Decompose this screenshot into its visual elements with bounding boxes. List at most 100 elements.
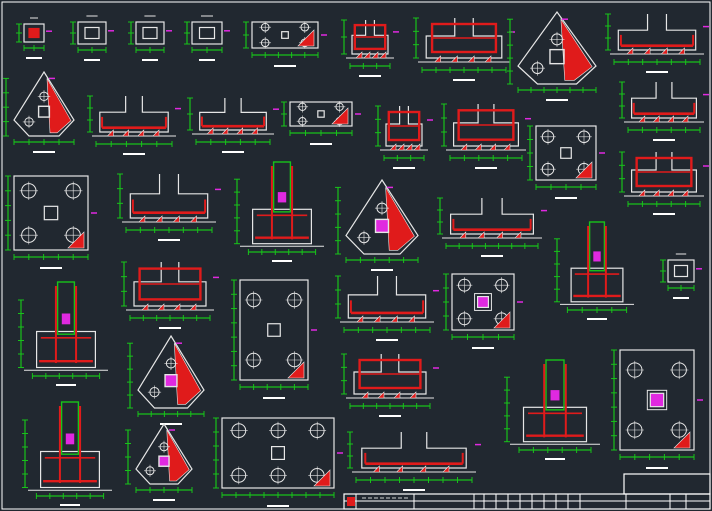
hatch-corner — [673, 431, 691, 449]
hatch-corner — [137, 129, 145, 137]
cap-outline — [13, 70, 75, 137]
cap-outline — [135, 422, 193, 485]
pier-outline — [281, 31, 289, 39]
hatch-corner — [331, 107, 349, 125]
hatch-corner — [172, 215, 180, 223]
pier-shaft — [545, 359, 565, 411]
hatch-corner — [514, 231, 522, 239]
hatch-corner — [206, 127, 214, 135]
footing-outline — [221, 417, 335, 489]
hatch-corner — [157, 303, 165, 311]
section-view — [117, 173, 221, 241]
anchor-plate — [277, 192, 287, 203]
hatch-corner — [405, 143, 413, 151]
pier-outline — [560, 147, 572, 159]
hatch-corner — [297, 29, 315, 47]
hatch-corner — [666, 115, 674, 123]
detail-core — [84, 26, 100, 40]
hatch-corner — [250, 127, 258, 135]
hatch-corner — [393, 391, 401, 399]
section-view — [341, 353, 439, 417]
hatch-corner — [467, 55, 475, 63]
triangle-cap-view — [127, 334, 205, 425]
hatch-corner — [681, 189, 689, 197]
plan-view — [243, 21, 327, 67]
detail-core — [28, 27, 40, 39]
pier-outline — [317, 110, 325, 118]
pier-section-view — [504, 359, 600, 460]
pier-collar — [646, 389, 668, 411]
footing-profile — [353, 354, 427, 395]
footing-outline — [13, 175, 89, 251]
anchor-plate — [61, 313, 71, 325]
detail-outline — [135, 21, 165, 45]
hatch-corner — [287, 361, 305, 379]
detail-group — [3, 10, 709, 507]
hatch-corner — [138, 215, 146, 223]
section-view — [437, 197, 547, 257]
pier-section-view — [554, 221, 634, 320]
hatch-corner — [356, 315, 364, 323]
hatch-corner — [413, 143, 421, 151]
plan-view — [5, 175, 97, 269]
revision-box — [623, 473, 711, 495]
hatch-corner — [477, 231, 485, 239]
detail-core — [673, 264, 689, 278]
plan-view — [281, 101, 361, 145]
footing-outline — [451, 273, 515, 331]
section-view — [605, 13, 709, 73]
footing-profile — [347, 276, 427, 319]
hatch-corner — [155, 215, 163, 223]
footing-profile — [450, 198, 534, 235]
hatch-corner — [313, 469, 331, 487]
plan-view — [443, 273, 523, 349]
pier-section-view — [18, 281, 108, 386]
hatch-corner — [474, 143, 482, 151]
section-view — [619, 81, 709, 141]
footing-profile — [631, 82, 697, 119]
pier-outline — [374, 218, 390, 234]
detail-core — [198, 26, 216, 40]
pier-section-view — [22, 401, 112, 506]
hatch-corner — [419, 465, 427, 473]
hatch-corner — [626, 47, 634, 55]
plan-view — [231, 279, 317, 399]
detail-outline — [23, 23, 45, 43]
hatch-corner — [575, 161, 593, 179]
pier-outline — [267, 323, 281, 337]
hatch-corner — [371, 51, 379, 59]
hatch-corner — [67, 231, 85, 249]
hatch-corner — [493, 311, 511, 329]
hatch-corner — [173, 303, 181, 311]
pier-outline — [37, 105, 51, 118]
plan-view — [527, 125, 605, 199]
small-detail-view — [16, 17, 52, 59]
section-view — [187, 97, 279, 153]
footing-profile — [133, 262, 207, 307]
cap-outline — [137, 334, 205, 409]
hatch-corner — [638, 189, 646, 197]
hatch-corner — [379, 51, 387, 59]
hatch-corner — [666, 189, 674, 197]
hatch-corner — [397, 143, 405, 151]
hatch-corner — [373, 315, 381, 323]
pier-collar — [474, 293, 492, 311]
small-detail-view — [70, 15, 114, 61]
cap-outline — [517, 10, 597, 85]
pier-shaft — [272, 161, 292, 213]
small-detail-view — [184, 15, 230, 61]
section-view — [347, 431, 481, 491]
hatch-corner — [652, 189, 660, 197]
hatch-corner — [106, 129, 114, 137]
pier-outline — [549, 48, 565, 65]
pier-outline — [271, 446, 286, 461]
triangle-cap-view — [335, 178, 419, 271]
section-view — [121, 261, 219, 329]
hatch-corner — [450, 55, 458, 63]
anchor-plate — [593, 251, 601, 262]
hatch-corner — [409, 391, 417, 399]
hatch-corner — [643, 47, 651, 55]
footing-outline — [289, 101, 353, 127]
